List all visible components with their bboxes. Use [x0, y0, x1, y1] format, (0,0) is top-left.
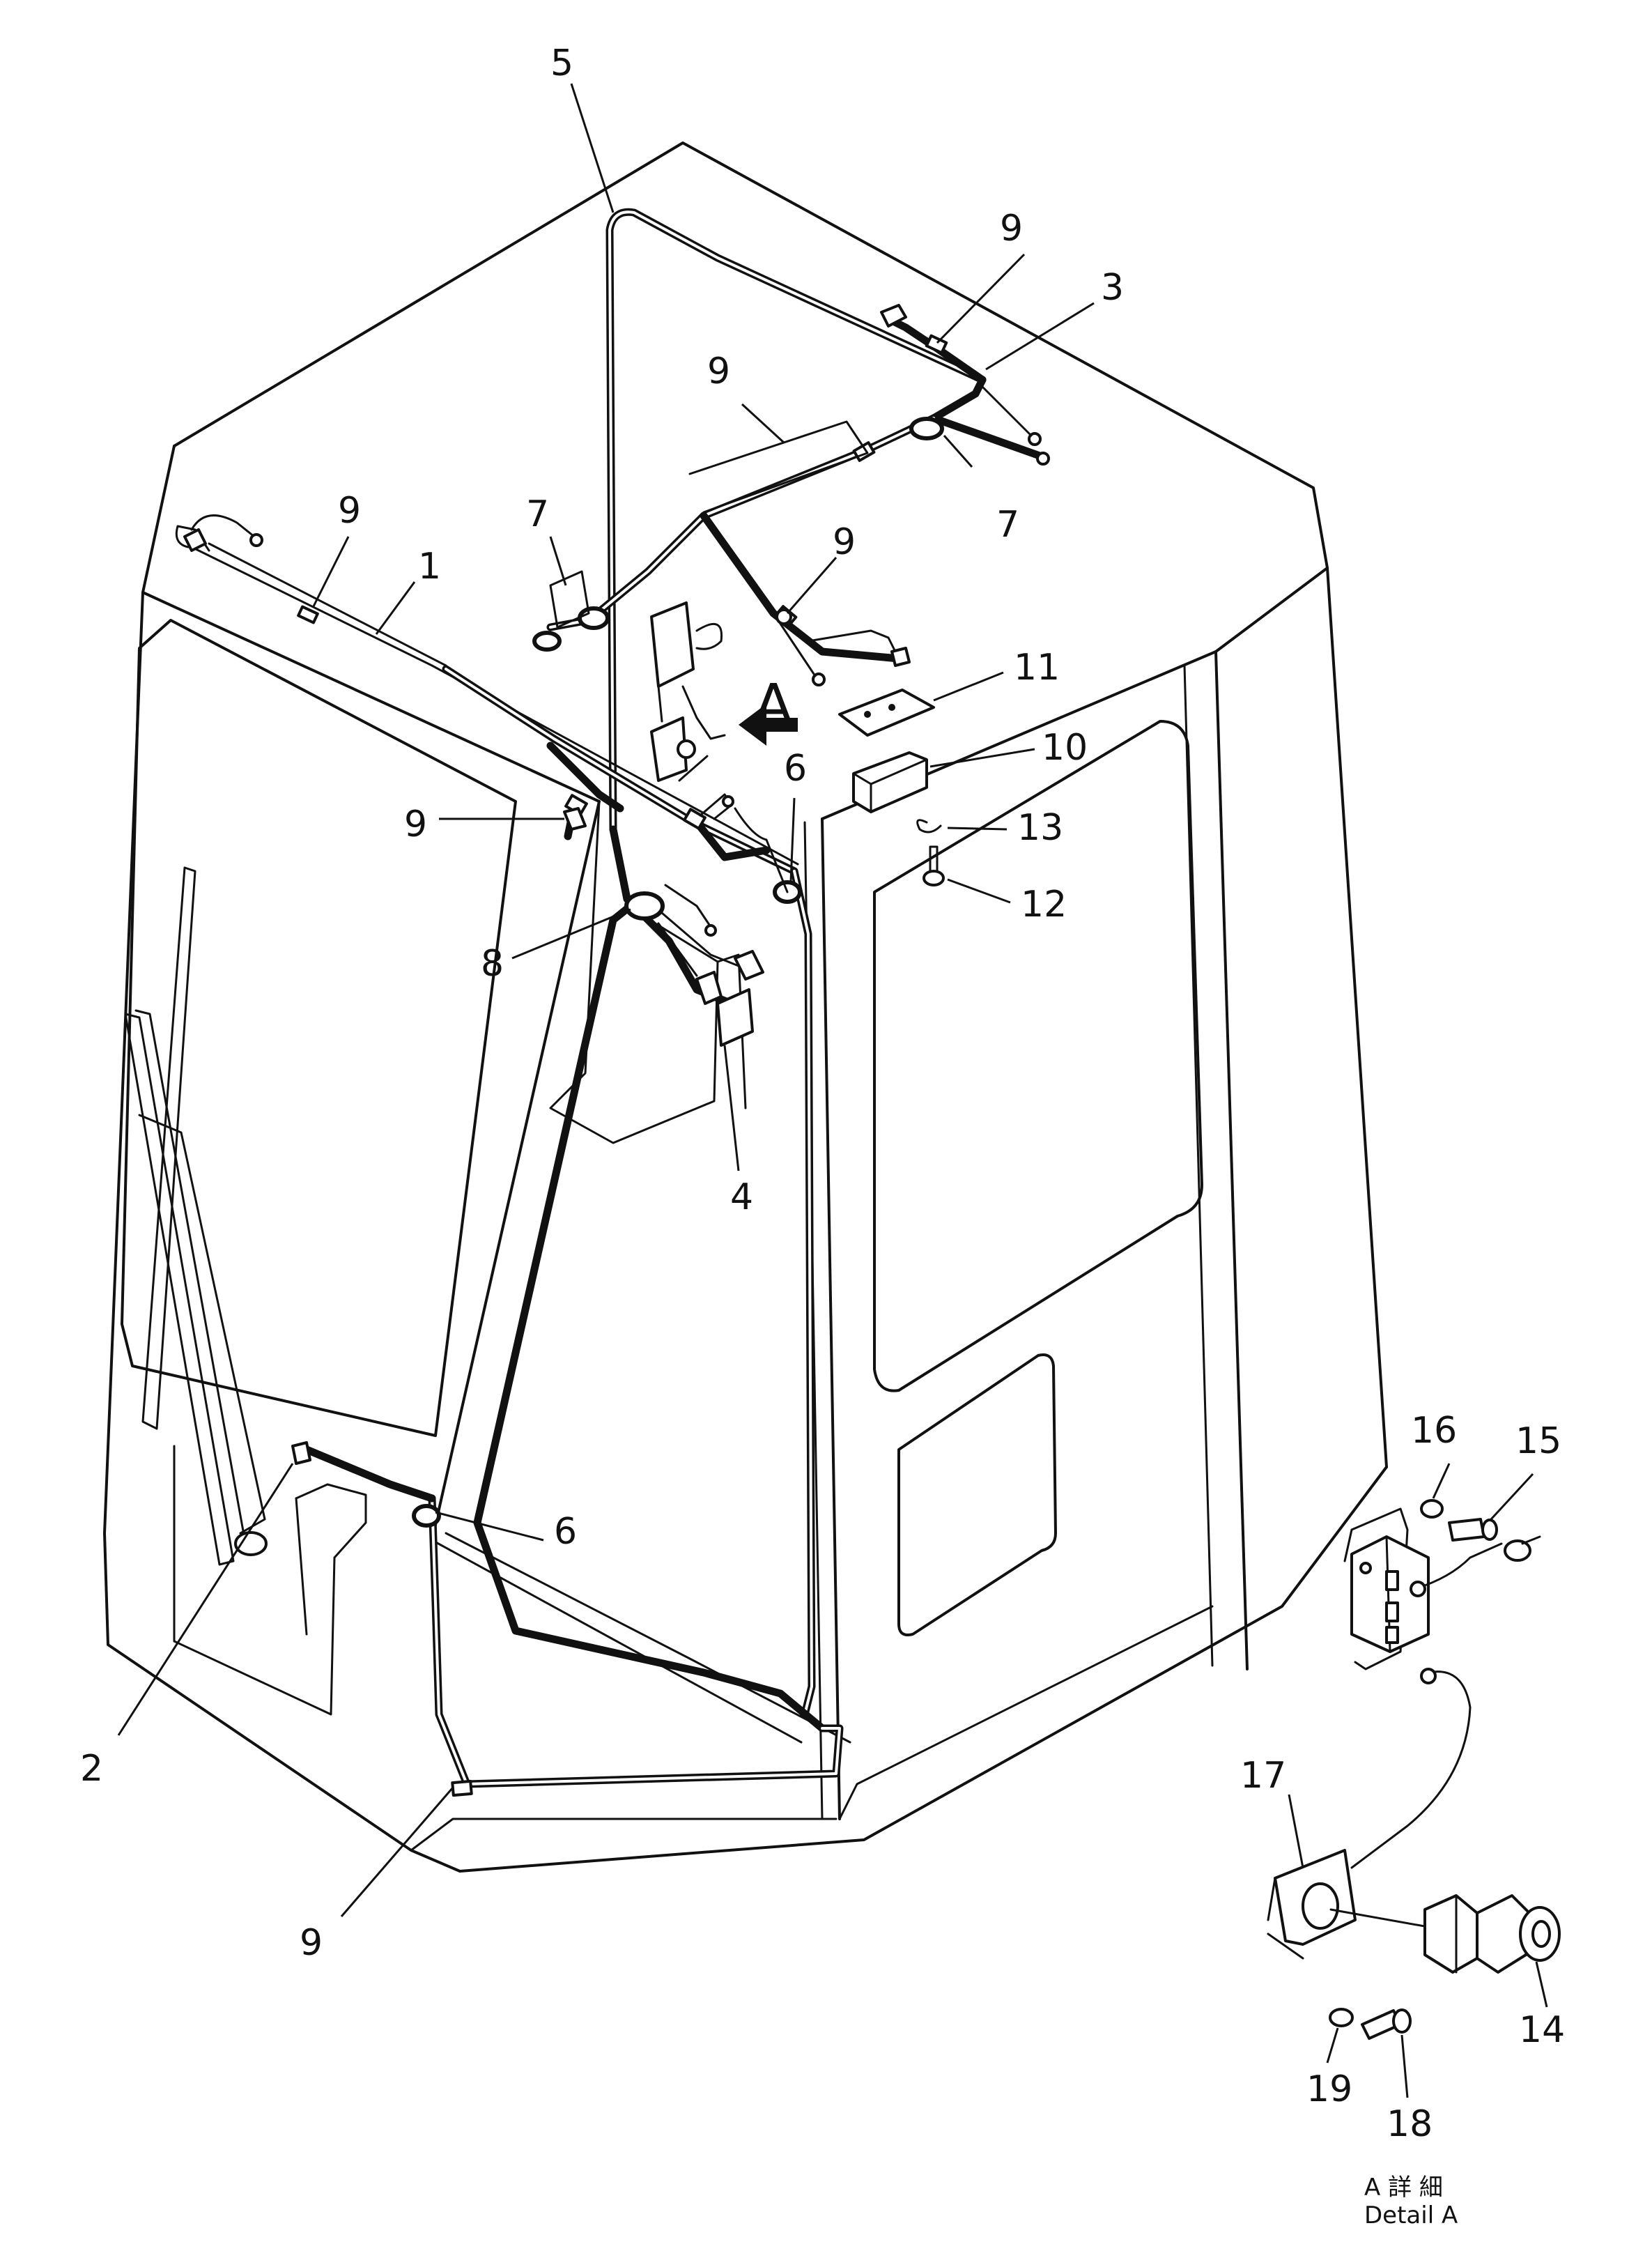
callout-16: 16	[1411, 1410, 1457, 1452]
detail-arrow-icon	[739, 704, 798, 746]
callout-14: 14	[1519, 2009, 1565, 2051]
detail-caption-en: Detail A	[1364, 2202, 1458, 2229]
callout-6: 6	[554, 1511, 577, 1553]
callout-1: 1	[418, 546, 441, 587]
callout-8: 8	[481, 943, 504, 985]
callout-labels: 5 9 3 9 7 9 1 7 9 11 6 10 9 13 12 8 4 6 …	[80, 43, 1565, 2229]
callout-11: 11	[1014, 647, 1060, 689]
wiring-harness	[190, 208, 1046, 1788]
detail-caption-jp: A 詳 細	[1364, 2174, 1443, 2202]
detail-marker-a: A	[754, 673, 793, 739]
callout-9: 9	[1000, 208, 1023, 249]
callout-2: 2	[80, 1748, 103, 1790]
callout-5: 5	[550, 43, 573, 84]
detail-a-assembly	[1267, 1499, 1561, 2040]
callout-6: 6	[784, 748, 807, 790]
callout-7: 7	[996, 504, 1019, 546]
callout-17: 17	[1240, 1755, 1286, 1797]
callout-12: 12	[1021, 884, 1067, 925]
callout-9: 9	[300, 1922, 323, 1964]
callout-9: 9	[338, 490, 361, 532]
callout-4: 4	[730, 1176, 753, 1218]
callout-9: 9	[833, 521, 856, 563]
parts	[175, 304, 1561, 2040]
callout-15: 15	[1515, 1420, 1561, 1462]
leader-lines	[117, 83, 1548, 2098]
callout-10: 10	[1042, 727, 1088, 769]
callout-19: 19	[1306, 2068, 1352, 2110]
callout-9: 9	[404, 804, 427, 845]
callout-3: 3	[1101, 267, 1124, 309]
callout-13: 13	[1017, 807, 1063, 849]
callout-9: 9	[707, 351, 730, 392]
callout-7: 7	[526, 493, 549, 535]
callout-18: 18	[1387, 2103, 1433, 2145]
